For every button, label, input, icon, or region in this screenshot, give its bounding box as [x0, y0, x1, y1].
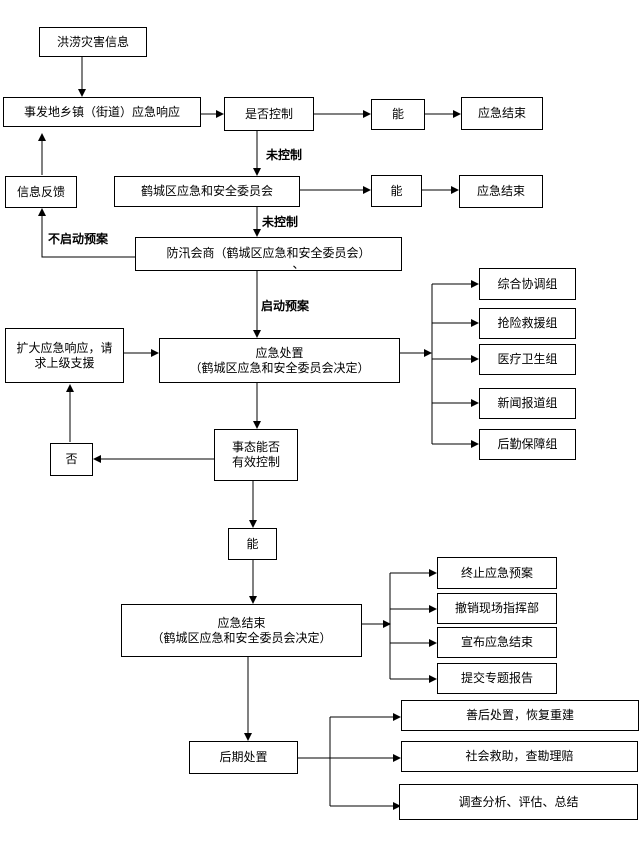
arrow-consult-to-feedback [38, 208, 135, 258]
node-flood-info: 洪涝灾害信息 [39, 27, 147, 57]
label-not-controlled-2: 未控制 [262, 215, 299, 229]
node-district-committee: 鹤城区应急和安全委员会 [114, 176, 300, 207]
node-rebuild: 善后处置，恢复重建 [401, 700, 639, 731]
node-group-rescue: 抢险救援组 [479, 308, 576, 339]
node-consult-mark: 、 [292, 256, 305, 271]
node-consult: 防汛会商（鹤城区应急和安全委员会） 、 [135, 237, 402, 271]
node-social-aid: 社会救助，查勘理赔 [401, 741, 638, 772]
node-end-3: 应急结束 （鹤城区应急和安全委员会决定） [121, 604, 362, 657]
node-end-1: 应急结束 [461, 97, 543, 130]
node-group-news: 新闻报道组 [479, 388, 576, 419]
node-terminate-plan: 终止应急预案 [437, 557, 557, 589]
node-can-2: 能 [371, 175, 422, 207]
node-announce-end: 宣布应急结束 [437, 627, 557, 658]
node-feedback: 信息反馈 [5, 176, 77, 208]
node-submit-report: 提交专题报告 [437, 663, 557, 694]
node-no: 否 [50, 443, 93, 476]
node-survey: 调查分析、评估、总结 [399, 784, 638, 820]
node-township-response: 事发地乡镇（街道）应急响应 [3, 97, 201, 127]
node-is-controlled: 是否控制 [224, 97, 314, 131]
label-not-start-plan: 不启动预案 [48, 232, 109, 246]
node-withdraw-hq: 撤销现场指挥部 [437, 593, 557, 624]
label-not-controlled-1: 未控制 [266, 148, 303, 162]
node-expand-response: 扩大应急响应，请 求上级支援 [5, 328, 124, 383]
node-group-logistics: 后勤保障组 [479, 429, 576, 460]
node-can-1: 能 [371, 99, 425, 130]
node-disposal: 应急处置 （鹤城区应急和安全委员会决定） [159, 338, 400, 383]
node-consult-text: 防汛会商（鹤城区应急和安全委员会） [166, 245, 371, 260]
node-end-2: 应急结束 [459, 175, 543, 208]
node-effective-control: 事态能否 有效控制 [214, 429, 298, 481]
node-group-medical: 医疗卫生组 [479, 344, 576, 375]
node-group-coordination: 综合协调组 [479, 268, 576, 300]
label-start-plan: 启动预案 [261, 299, 310, 313]
node-can-3: 能 [228, 528, 277, 560]
node-post-handling: 后期处置 [189, 741, 298, 774]
